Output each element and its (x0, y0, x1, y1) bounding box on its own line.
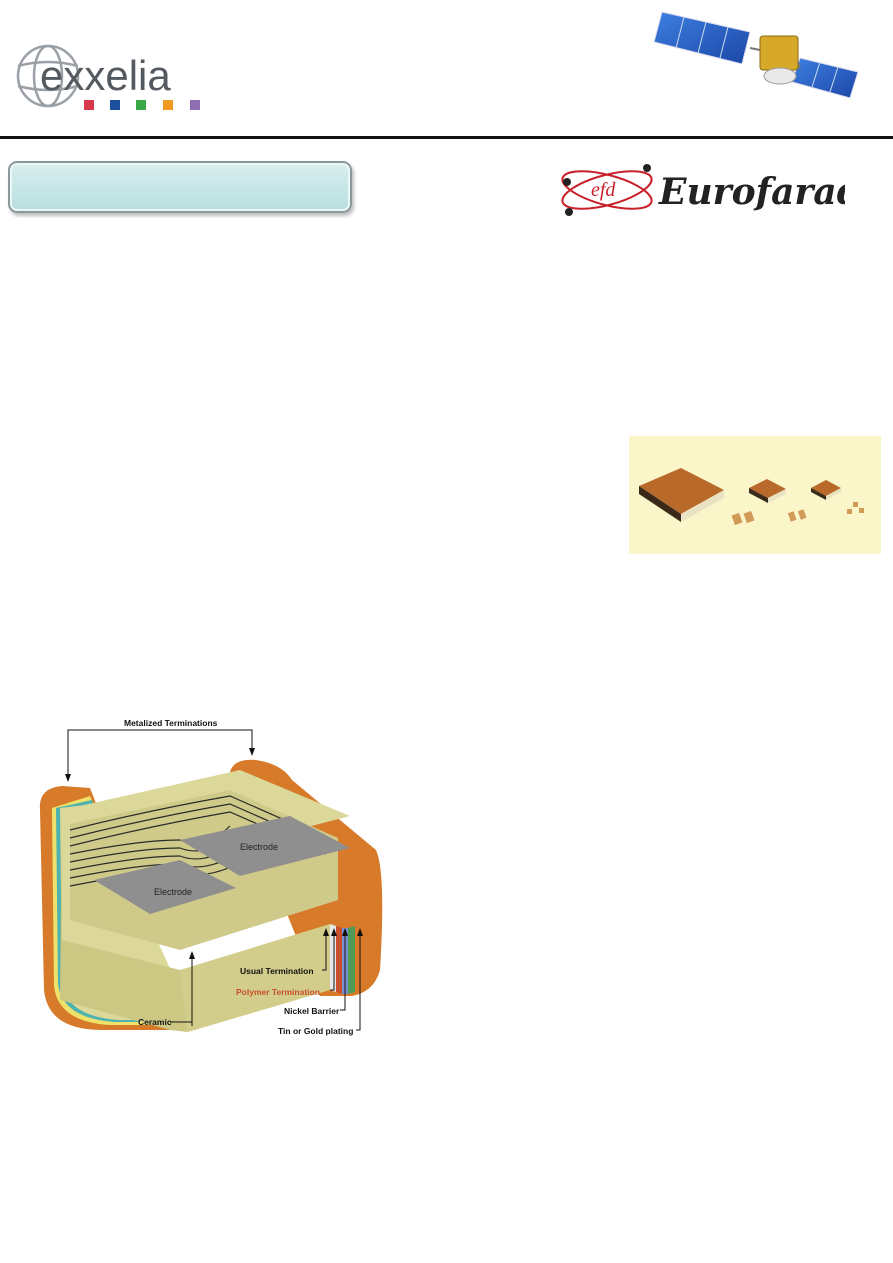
globe-icon (16, 44, 80, 108)
eurofarad-wordmark: Eurofarad (658, 171, 845, 213)
efd-monogram: efd (591, 179, 616, 201)
brand-square-5 (190, 100, 200, 110)
label-tin-gold-plating: Tin or Gold plating (278, 1026, 353, 1036)
label-usual-termination: Usual Termination (240, 966, 314, 976)
brand-square-3 (136, 100, 146, 110)
header-divider (0, 136, 893, 139)
label-electrode-top: Electrode (240, 842, 278, 852)
capacitor-cutaway-diagram: Electrode Electrode Metalized Terminatio… (30, 700, 390, 1060)
label-ceramic: Ceramic (138, 1017, 172, 1027)
electrode-top-plate (180, 816, 350, 876)
label-metalized-terminations: Metalized Terminations (124, 718, 218, 728)
brand-square-4 (163, 100, 173, 110)
exxelia-logo: exxelia (14, 40, 214, 118)
label-electrode-bottom: Electrode (154, 887, 192, 897)
label-polymer-termination: Polymer Termination (236, 987, 320, 997)
satellite-icon (650, 2, 865, 102)
label-nickel-barrier: Nickel Barrier (284, 1006, 340, 1016)
electrode-bottom-plate (94, 860, 236, 914)
ceramic-front (180, 924, 330, 1032)
section-banner (8, 161, 352, 213)
eurofarad-logo: efd Eurofarad (555, 156, 862, 226)
brand-square-1 (84, 100, 94, 110)
brand-square-2 (110, 100, 120, 110)
exxelia-wordmark: exxelia (40, 52, 171, 99)
chip-capacitors-photo (629, 436, 881, 554)
efd-atom-icon (561, 164, 653, 216)
